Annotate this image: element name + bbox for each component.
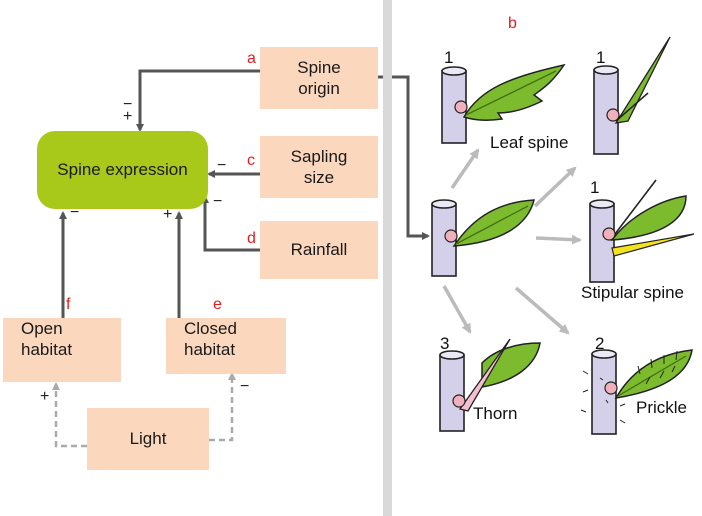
number-stipular-top: 1 <box>596 48 606 67</box>
label-b: b <box>508 15 517 32</box>
number-thorn: 3 <box>440 334 450 353</box>
leaf-spine-illustration <box>441 63 566 144</box>
label-f: f <box>66 296 71 313</box>
number-leaf-spine: 1 <box>444 48 454 67</box>
open-habitat-line2: habitat <box>21 340 73 360</box>
sign-sapling: − <box>217 157 227 174</box>
spine-origin-line1: Spine <box>297 57 341 77</box>
arrow-center-to-prickle <box>514 286 570 335</box>
sign-light-open: + <box>40 388 50 405</box>
arrow-center-to-stipular-top <box>533 166 577 208</box>
rainfall-node: Rainfall <box>260 221 378 279</box>
label-d: d <box>247 230 256 247</box>
closed-habitat-line2: habitat <box>184 340 236 360</box>
center-stem-illustration <box>431 199 535 277</box>
arrow-center-to-leaf <box>450 148 480 189</box>
name-prickle: Prickle <box>636 398 688 417</box>
number-prickle: 2 <box>595 334 605 353</box>
spine-origin-node: Spine origin <box>260 47 378 109</box>
rainfall-label: Rainfall <box>290 240 348 260</box>
arrow-origin-to-stem <box>377 75 430 240</box>
number-stipular: 1 <box>590 178 600 197</box>
sign-closed: + <box>163 206 173 223</box>
sapling-size-node: Sapling size <box>260 136 378 198</box>
name-leaf-spine: Leaf spine <box>490 133 569 152</box>
arrow-light-to-open <box>52 382 87 448</box>
open-habitat-node: Open habitat <box>3 318 121 382</box>
sign-origin-minus: − <box>123 96 133 113</box>
spine-expression-node: Spine expression <box>37 131 208 209</box>
label-a: a <box>247 50 256 67</box>
spine-origin-line2: origin <box>298 79 340 98</box>
light-node: Light <box>87 408 209 470</box>
arrow-center-to-stipular <box>535 234 582 245</box>
spine-expression-label: Spine expression <box>57 160 188 179</box>
closed-habitat-line1: Closed <box>184 319 237 338</box>
sapling-size-line1: Sapling <box>290 146 348 166</box>
stipular-top-illustration <box>593 36 671 155</box>
arrow-light-to-closed <box>209 372 236 442</box>
name-thorn: Thorn <box>473 404 518 423</box>
label-e: e <box>213 296 222 313</box>
closed-habitat-node: Closed habitat <box>166 318 286 374</box>
arrow-center-to-thorn <box>442 285 472 334</box>
sign-light-closed: − <box>240 378 250 395</box>
sign-open: − <box>70 204 80 221</box>
panel-divider <box>383 0 392 516</box>
label-c: c <box>247 152 255 169</box>
thorn-illustration <box>439 338 541 432</box>
arrow-rainfall-to-expression <box>201 195 260 252</box>
sign-rainfall: − <box>213 193 223 210</box>
open-habitat-line1: Open <box>21 319 63 338</box>
name-stipular-spine: Stipular spine <box>581 283 685 302</box>
sign-origin-plus: + <box>123 108 133 125</box>
prickle-illustration <box>580 349 693 435</box>
stipular-spine-illustration <box>589 179 695 283</box>
sapling-size-line2: size <box>303 168 335 187</box>
arrow-origin-to-expression <box>136 69 260 132</box>
light-label: Light <box>129 429 167 449</box>
